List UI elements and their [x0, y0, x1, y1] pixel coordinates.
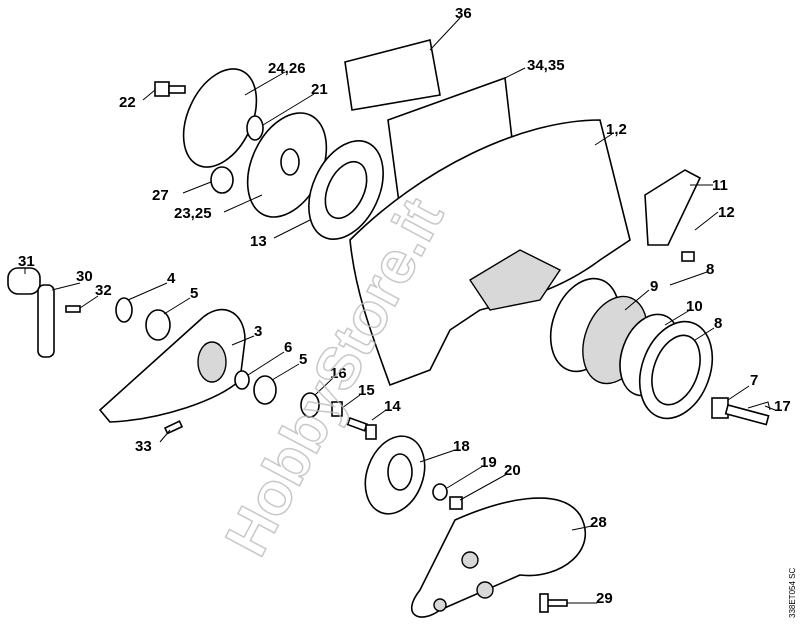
part-20-nut	[449, 496, 463, 510]
part-22-bolt	[154, 81, 186, 97]
label-24-26: 24,26	[268, 60, 306, 77]
part-11-pad	[644, 169, 702, 246]
guard-hub	[469, 249, 562, 311]
part-12-screw	[681, 251, 695, 262]
part-31-damper	[7, 267, 41, 295]
label-22: 22	[119, 94, 136, 111]
part-32-screw	[65, 305, 81, 313]
label-5a: 5	[190, 285, 198, 302]
label-9: 9	[650, 278, 658, 295]
label-17: 17	[774, 398, 791, 415]
label-31: 31	[18, 253, 35, 270]
part-5-bearing-b	[253, 375, 277, 405]
label-4: 4	[167, 270, 176, 287]
part-14-bolt	[346, 416, 377, 440]
drawing-code: 338ET054 SC	[788, 568, 797, 618]
label-8b: 8	[714, 315, 722, 332]
part-28-cover	[411, 497, 587, 618]
part-4-circlip	[115, 297, 133, 323]
label-10: 10	[686, 298, 703, 315]
label-3: 3	[254, 323, 262, 340]
part-27-bushing	[210, 166, 234, 194]
label-1-2: 1,2	[606, 121, 627, 138]
part-7-bolt	[711, 397, 770, 426]
part-17-pin	[747, 401, 771, 411]
label-19: 19	[480, 454, 497, 471]
part-30-bracket	[37, 284, 55, 358]
label-16: 16	[330, 365, 347, 382]
part-labels: 36 34,35 24,26 21 22 1,2 27 23,25 13 11 …	[18, 5, 791, 607]
part-33-screw	[163, 420, 184, 435]
label-32: 32	[95, 282, 112, 299]
label-11: 11	[712, 177, 728, 194]
label-23-25: 23,25	[174, 205, 212, 222]
leader-lines	[24, 17, 776, 604]
part-19-washer	[432, 483, 448, 501]
part-21-circlip	[246, 115, 264, 141]
label-5b: 5	[299, 351, 307, 368]
label-20: 20	[504, 462, 521, 479]
label-33: 33	[135, 438, 152, 455]
label-12: 12	[718, 204, 735, 221]
label-36: 36	[455, 5, 472, 22]
part-6-ring	[234, 370, 250, 390]
part-36-decal	[344, 39, 441, 111]
label-21: 21	[311, 81, 328, 98]
label-14: 14	[384, 398, 401, 415]
label-6: 6	[284, 339, 292, 356]
label-34-35: 34,35	[527, 57, 565, 74]
label-27: 27	[152, 187, 169, 204]
part-5-bearing	[145, 309, 171, 341]
part-29-screw	[539, 593, 568, 613]
label-30: 30	[76, 268, 93, 285]
label-28: 28	[590, 514, 607, 531]
label-15: 15	[358, 382, 375, 399]
part-15-nut	[331, 401, 343, 417]
label-13: 13	[250, 233, 267, 250]
part-16-spacer	[300, 392, 320, 418]
label-7: 7	[750, 372, 758, 389]
part-1-2-guard	[349, 119, 631, 387]
label-18: 18	[453, 438, 470, 455]
label-8a: 8	[706, 261, 714, 278]
label-29: 29	[596, 590, 613, 607]
